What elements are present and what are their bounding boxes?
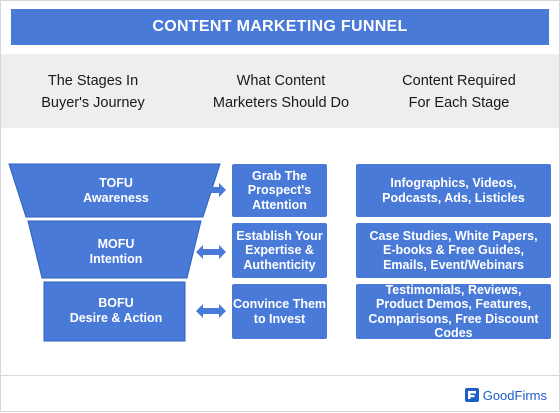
stage-label-tofu: TOFU Awareness (83, 176, 149, 205)
content-box-tofu: Infographics, Videos, Podcasts, Ads, Lis… (356, 164, 551, 217)
content-box-mofu: Case Studies, White Papers, E-books & Fr… (356, 223, 551, 278)
column-header-stages: The Stages In Buyer's Journey (41, 73, 145, 111)
column-header-marketers: What Content Marketers Should Do (212, 73, 350, 111)
double-arrow-icon (196, 183, 226, 197)
page-title: CONTENT MARKETING FUNNEL (11, 9, 549, 45)
logo-text: GoodFirms (482, 387, 547, 403)
content-box-bofu: Testimonials, Reviews, Product Demos, Fe… (356, 283, 551, 340)
column-header-band: The Stages In Buyer's Journey What Conte… (1, 54, 559, 128)
action-box-mofu: Establish Your Expertise & Authenticity (232, 223, 327, 278)
goodfirms-logo: GoodFirms (464, 386, 547, 404)
stage-label-mofu: MOFU Intention (89, 237, 143, 266)
stage-label-bofu: BOFU Desire & Action (69, 296, 163, 325)
double-arrow-icon (196, 304, 226, 318)
footer-divider (1, 375, 559, 376)
action-box-tofu: Grab The Prospect's Attention (232, 164, 327, 217)
action-box-bofu: Convince Them to Invest (232, 284, 327, 339)
double-arrow-icon (196, 245, 226, 259)
column-header-required: Content Required For Each Stage (402, 73, 516, 111)
goodfirms-logo-icon (464, 388, 479, 402)
title-bar: CONTENT MARKETING FUNNEL (1, 1, 559, 45)
